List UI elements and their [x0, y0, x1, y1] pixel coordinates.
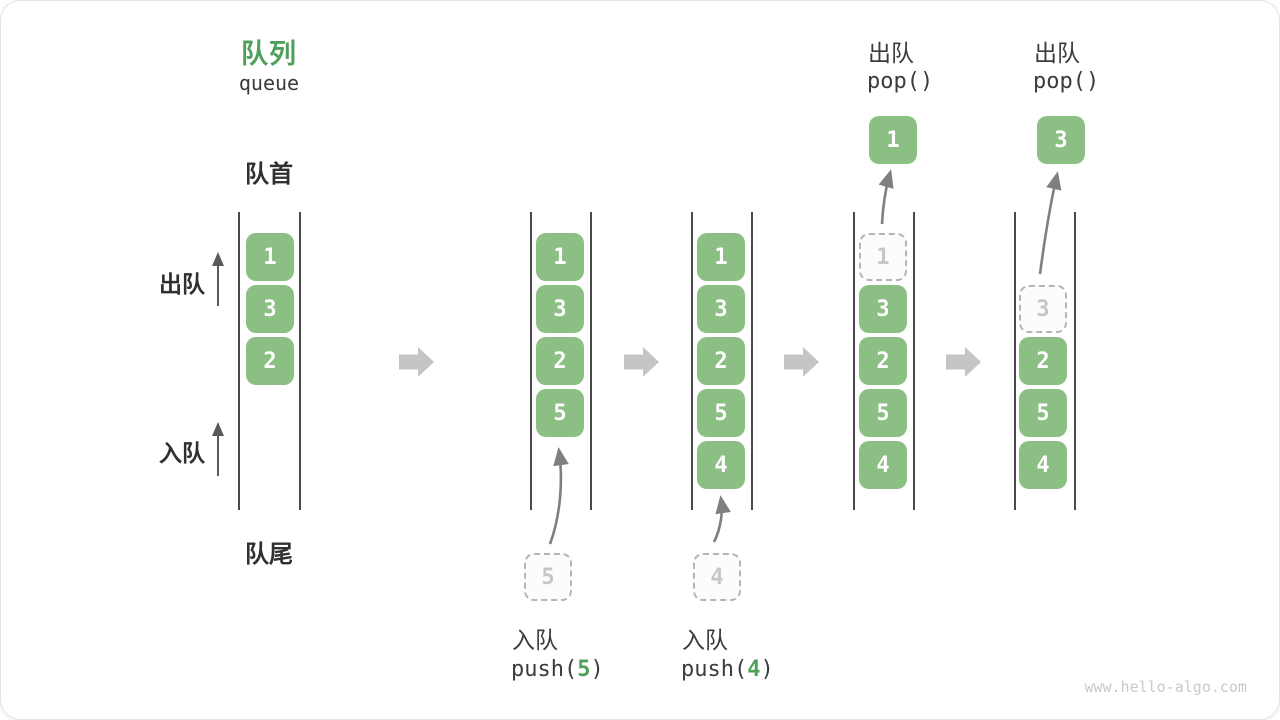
push-5-arrow-icon [548, 447, 569, 545]
label-queue-front: 队首 [245, 161, 293, 188]
queue-wall [1074, 212, 1076, 510]
queue-cell: 5 [859, 389, 907, 437]
queue-cell: 4 [1019, 441, 1067, 489]
page-subtitle: queue [238, 71, 300, 95]
queue-cell: 2 [859, 337, 907, 385]
queue-cell: 3 [246, 285, 294, 333]
transition-arrow-icon [784, 347, 819, 377]
queue-cell: 1 [536, 233, 584, 281]
queue-cell: 4 [859, 441, 907, 489]
queue-wall [853, 212, 855, 510]
queue-cell: 3 [859, 285, 907, 333]
page-title: 队列 [241, 39, 297, 69]
queue-wall [530, 212, 532, 510]
queue-cell: 5 [536, 389, 584, 437]
queue-cell: 1 [697, 233, 745, 281]
queue-cell-removed: 1 [859, 233, 907, 281]
push-4-code: push(4) [681, 657, 774, 682]
label-queue-rear: 队尾 [245, 541, 293, 568]
queue-cell: 2 [536, 337, 584, 385]
push-4-arg: 4 [747, 657, 761, 682]
queue-cell: 2 [697, 337, 745, 385]
queue-wall [913, 212, 915, 510]
staged-cell: 5 [524, 553, 572, 601]
pop-3-arrow-icon [1038, 171, 1062, 275]
watermark: www.hello-algo.com [1084, 678, 1247, 696]
push-4-arrow-icon [712, 495, 731, 543]
queue-wall [751, 212, 753, 510]
transition-arrow-icon [946, 347, 981, 377]
push-5-code: push(5) [511, 657, 604, 682]
queue-cell: 4 [697, 441, 745, 489]
queue-cell: 2 [1019, 337, 1067, 385]
pop-1-arrow-icon [878, 169, 894, 225]
staged-cell: 4 [693, 553, 741, 601]
pop-b-label: 出队 [1034, 40, 1080, 66]
push-4-label: 入队 [682, 627, 728, 653]
label-enqueue-side: 入队 [159, 440, 205, 466]
popped-cell: 3 [1037, 116, 1085, 164]
push-5-label: 入队 [512, 627, 558, 653]
queue-cell: 5 [697, 389, 745, 437]
queue-wall [238, 212, 240, 510]
popped-cell: 1 [869, 116, 917, 164]
pop-a-code: pop() [867, 69, 934, 94]
label-dequeue-side: 出队 [159, 271, 205, 297]
queue-cell: 3 [536, 285, 584, 333]
queue-wall [590, 212, 592, 510]
transition-arrow-icon [399, 347, 434, 377]
queue-wall [1014, 212, 1016, 510]
queue-cell: 2 [246, 337, 294, 385]
push-5-arg: 5 [577, 657, 591, 682]
pop-b-code: pop() [1033, 69, 1100, 94]
pop-a-label: 出队 [868, 40, 914, 66]
queue-cell: 3 [697, 285, 745, 333]
queue-cell: 1 [246, 233, 294, 281]
queue-wall [691, 212, 693, 510]
transition-arrow-icon [624, 347, 659, 377]
queue-cell-removed: 3 [1019, 285, 1067, 333]
queue-cell: 5 [1019, 389, 1067, 437]
queue-wall [299, 212, 301, 510]
